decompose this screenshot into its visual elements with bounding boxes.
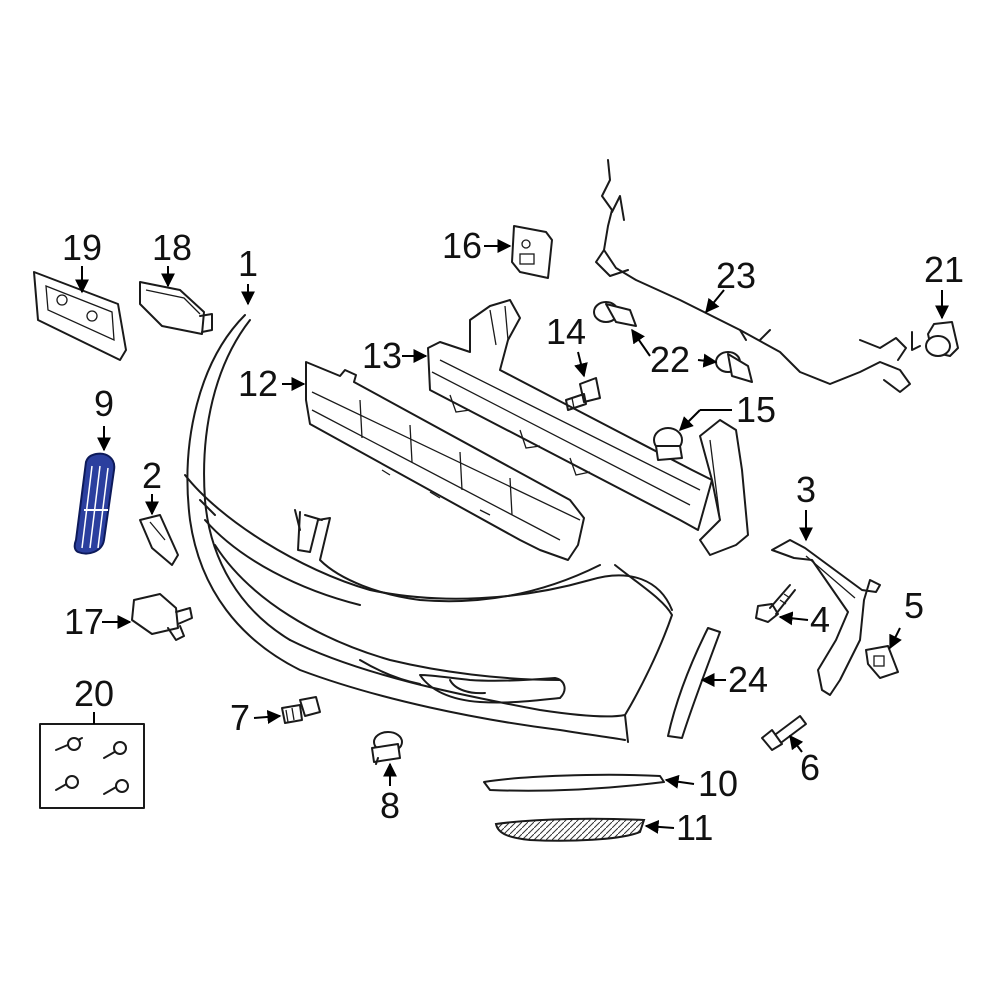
callout-11: 11 bbox=[676, 807, 713, 848]
callout-21: 21 bbox=[924, 249, 964, 290]
callout-14: 14 bbox=[546, 311, 586, 352]
callout-19: 19 bbox=[62, 227, 102, 268]
energy-absorber-part-12[interactable] bbox=[305, 361, 585, 561]
license-bracket-part-19[interactable] bbox=[33, 271, 127, 361]
bracket-part-2[interactable] bbox=[139, 514, 179, 566]
callout-2: 2 bbox=[142, 455, 162, 496]
leader-15b bbox=[679, 409, 701, 431]
callout-24: 24 bbox=[728, 659, 768, 700]
reinforcement-beam-part-13[interactable] bbox=[427, 299, 749, 556]
callout-20: 20 bbox=[74, 673, 114, 714]
parking-sensor-part-22[interactable] bbox=[593, 301, 753, 383]
leader-11 bbox=[644, 819, 675, 834]
module-part-18[interactable] bbox=[139, 281, 213, 335]
screw-kit-part-20[interactable] bbox=[39, 723, 145, 809]
leader-22b bbox=[697, 353, 718, 368]
callout-13: 13 bbox=[362, 335, 402, 376]
leader-14 bbox=[574, 351, 588, 378]
callout-1: 1 bbox=[238, 243, 258, 284]
callout-labels: 1 2 3 4 5 6 7 8 9 10 11 12 13 14 15 16 1… bbox=[62, 225, 964, 848]
leader-10 bbox=[664, 774, 695, 789]
leader-23 bbox=[705, 289, 725, 314]
leader-6 bbox=[789, 734, 804, 753]
nut-part-15[interactable] bbox=[653, 427, 683, 461]
screw-kit-screws bbox=[55, 737, 129, 795]
leader-lines bbox=[75, 239, 949, 834]
clip-part-5[interactable] bbox=[865, 645, 899, 679]
screw-part-7[interactable] bbox=[281, 696, 321, 724]
parking-sensor-part-21[interactable] bbox=[925, 321, 959, 357]
bolt-part-4[interactable] bbox=[755, 584, 796, 623]
lower-grille-part-11[interactable] bbox=[494, 817, 646, 842]
callout-4: 4 bbox=[810, 599, 830, 640]
callout-8: 8 bbox=[380, 785, 400, 826]
emblem-trim-part-9[interactable] bbox=[73, 452, 116, 555]
callout-16: 16 bbox=[442, 225, 482, 266]
callout-6: 6 bbox=[800, 747, 820, 788]
callout-18: 18 bbox=[152, 227, 192, 268]
callout-5: 5 bbox=[904, 585, 924, 626]
rivet-part-6[interactable] bbox=[761, 715, 807, 751]
leader-22a bbox=[631, 328, 651, 357]
push-pin-part-8[interactable] bbox=[371, 731, 403, 765]
wheel-opening-trim-part-24[interactable] bbox=[667, 627, 721, 739]
sensor-part-17[interactable] bbox=[131, 593, 193, 641]
leader-5 bbox=[889, 627, 902, 650]
wiring-harness-part-23[interactable] bbox=[595, 159, 921, 393]
callout-12: 12 bbox=[238, 363, 278, 404]
support-bracket-part-3[interactable] bbox=[771, 539, 881, 696]
bumper-cover-part-1[interactable] bbox=[184, 314, 673, 743]
callout-23: 23 bbox=[716, 255, 756, 296]
callout-10: 10 bbox=[698, 763, 738, 804]
lower-trim-strip-part-10[interactable] bbox=[483, 773, 665, 792]
bolt-part-14[interactable] bbox=[565, 377, 601, 411]
callout-7: 7 bbox=[230, 697, 250, 738]
callout-9: 9 bbox=[94, 383, 114, 424]
leader-7 bbox=[253, 709, 282, 724]
callout-3: 3 bbox=[796, 469, 816, 510]
callout-22: 22 bbox=[650, 339, 690, 380]
callout-17: 17 bbox=[64, 601, 104, 642]
leader-4 bbox=[778, 611, 809, 626]
callout-15: 15 bbox=[736, 389, 776, 430]
mounting-plate-part-16[interactable] bbox=[511, 225, 553, 279]
